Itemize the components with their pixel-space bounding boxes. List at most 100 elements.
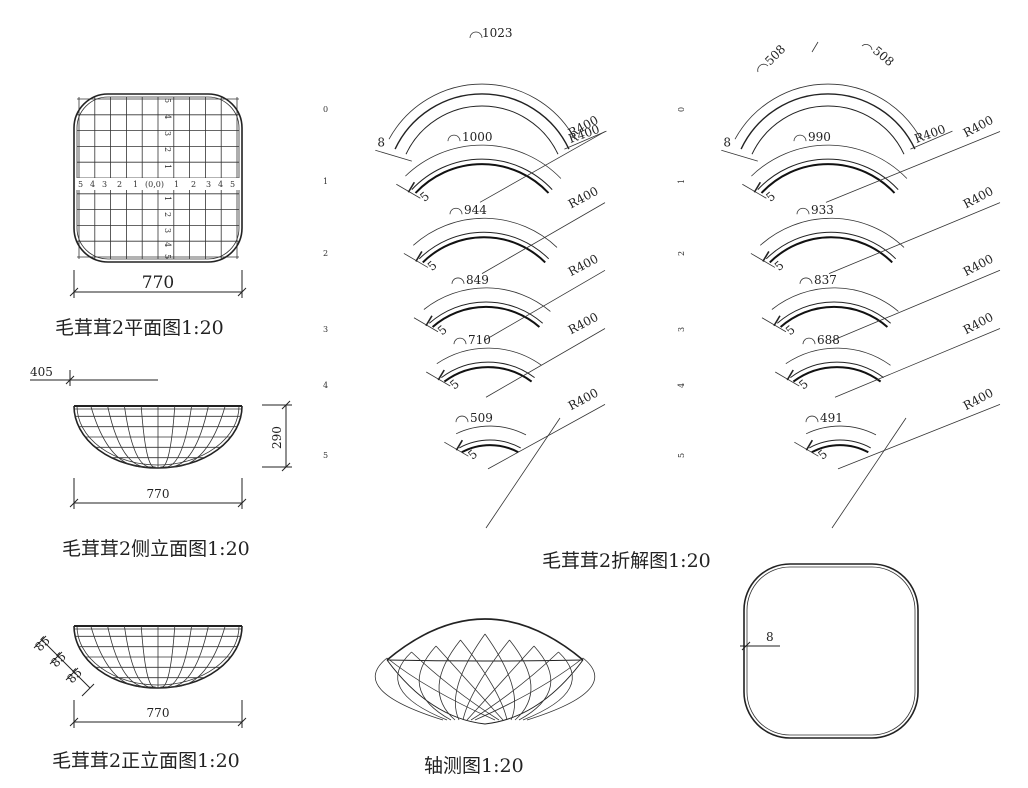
bowl-rib [168,625,226,688]
plan-axis-label: 4 [218,180,223,189]
unfold-strip-outer [740,93,916,150]
plan-width-label: 770 [142,273,174,293]
unfold-arc-dim [734,83,922,140]
unfold-radius-leader [485,328,606,398]
unfold-radius-label: R400 [566,252,601,279]
unfold-strip-inner [751,105,905,155]
unfold-radius-leader [825,131,1001,203]
plan-axis-label: 1 [174,180,179,189]
side-offset-label: 405 [30,365,53,379]
unfold-arc-dim [413,217,558,248]
unfold-thickness-tick [415,251,423,262]
unfold-thickness-label: 5 [447,377,462,393]
unfold-arc-length-label: 1000 [462,130,493,144]
axon-rib [411,651,500,721]
bowl-rib [160,405,176,468]
unfold-arc-dim [405,144,562,179]
unfold-strip-outer [411,158,553,190]
unfold-radius-label: R400 [961,386,996,413]
unfold-radius-label: R400 [961,113,996,140]
unfold-strip-inner [461,444,519,454]
unfold-strip-outer [776,301,892,324]
plan-axis-label: 1 [133,180,138,189]
axonometric-view: 轴测图1:20 [375,618,595,777]
unfold-arc-dim [771,287,899,312]
unfold-arc-length-label: 933 [811,203,834,217]
bowl-rib [168,405,226,468]
bowl-rib [90,405,148,468]
unfold-radius-leader [828,202,1001,275]
unfold-thickness-label: 5 [783,322,798,338]
plan-axis-origin-label: (0,0) [145,180,164,189]
side-height-dimension: 290 [262,400,292,472]
unfold-row-index: 4 [323,381,328,390]
plan-axis-label: 5 [230,180,235,189]
plan-axis-label: 4 [163,242,172,247]
axon-rim [386,618,584,661]
axon-rib [386,657,496,721]
side-bowl-shell [73,405,243,469]
plan-axis-label: 3 [206,180,211,189]
unfold-arc-length-label: 509 [470,411,493,425]
arc-length-symbol [453,337,467,345]
plan-axis-label: 1 [163,164,172,169]
unfold-row-index: 3 [323,325,328,334]
front-spacing-label: 85 [48,649,69,670]
ring-detail-view: 8 [740,563,919,739]
unfold-thickness-leader [721,149,758,162]
unfold-thickness-tick [425,315,433,327]
unfold-strip-inner [779,305,889,328]
ring-thickness-tick [741,641,751,651]
ring-outer [743,563,919,739]
arc-length-symbol [451,277,465,284]
unfold-arc-length-label: 849 [466,273,489,287]
unfold-radius-label: R400 [961,252,996,279]
plan-axis-label: 2 [117,180,122,189]
plan-width-dimension: 770 [69,270,247,298]
plan-caption: 毛茸茸2平面图1:20 [55,317,224,339]
plan-axis-label: 3 [163,131,172,136]
front-width-label: 770 [147,706,170,720]
unfold-strip-inner [769,236,893,264]
plan-axis-label: 4 [163,114,172,119]
unfold-thickness-label: 5 [796,377,811,393]
unfold-arc-length-label: 990 [808,130,831,144]
unfold-row-index: 1 [677,179,686,184]
front-width-dimension: 770 [69,700,247,728]
bowl-rib [140,625,156,688]
unfold-strip-outer [459,439,521,449]
front-spacing-label: 85 [32,633,53,654]
plan-axis-label: 4 [90,180,95,189]
plan-axis-label: 3 [102,180,107,189]
plan-axis-label: 2 [163,212,172,217]
front-elevation-view: 85 85 85 770 毛茸茸2正立面图1:20 [32,625,247,772]
bowl-rib [107,405,151,468]
axon-rib [518,645,552,721]
unfold-radius-label: R400 [566,386,601,413]
arc-length-symbol [861,44,873,51]
unfold-row-index: 2 [677,251,686,256]
unfold-radius-leader [910,130,953,150]
front-spacing-label: 85 [64,665,85,686]
arc-length-symbol [469,31,483,39]
unfold-arc-dim [455,425,527,436]
unfold-thickness-label: 5 [465,447,480,463]
axon-rib [522,651,573,721]
unfold-radius-leader [564,130,607,150]
side-width-label: 770 [147,487,170,501]
plan-axis-label: 5 [163,254,172,259]
unfold-strip-inner [811,444,869,454]
unfold-construction-line [831,417,907,529]
unfold-construction-line [485,417,561,529]
unfold-strip-inner [792,366,882,383]
unfold-arc-dim [760,217,905,248]
plan-axis-label: 1 [163,196,172,201]
ring-thickness-label: 8 [766,630,774,644]
axon-rib [418,645,452,721]
arc-length-symbol [796,207,810,215]
bowl-rib [160,625,176,688]
unfold-arc-length-label: 508 [870,44,897,69]
unfold-radius-label: R400 [913,122,948,146]
